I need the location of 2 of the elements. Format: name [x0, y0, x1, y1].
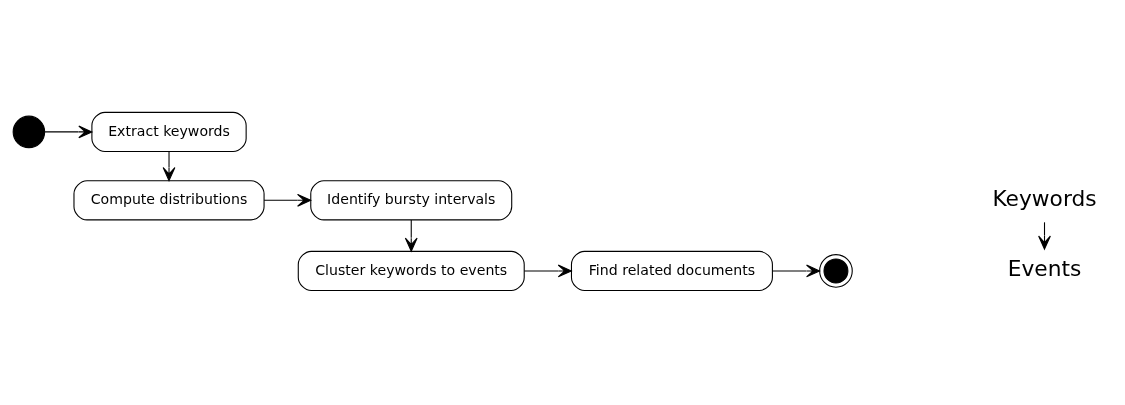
node-text: Events	[1007, 256, 1082, 282]
node-text: Keywords	[992, 185, 1097, 211]
